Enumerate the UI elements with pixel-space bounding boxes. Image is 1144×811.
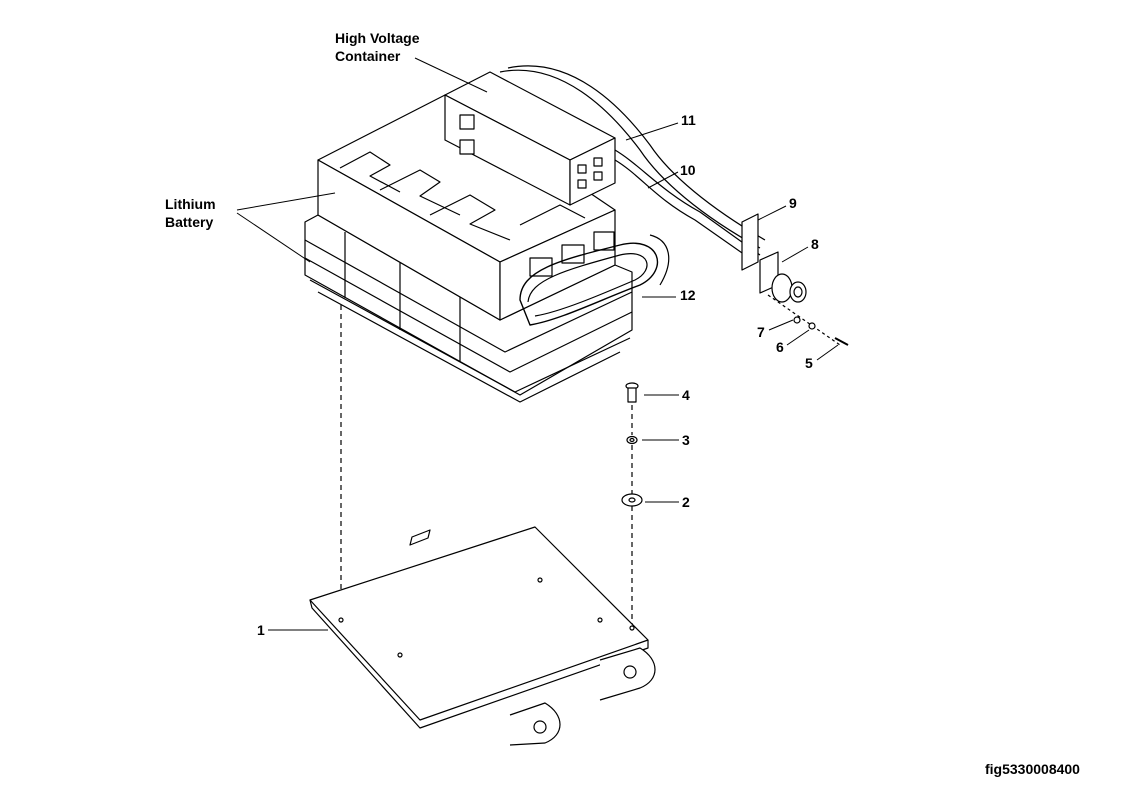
callout-7: 7 (757, 324, 765, 340)
lithium-battery (304, 94, 659, 403)
callout-6: 6 (776, 339, 784, 355)
callout-8: 8 (811, 236, 819, 252)
flat-washer-2 (621, 493, 643, 507)
figure-id: fig5330008400 (985, 761, 1080, 777)
flange-and-connector (741, 213, 841, 346)
leader-lines (236, 57, 839, 631)
high-voltage-container (444, 71, 616, 206)
callout-text: Battery (165, 214, 214, 230)
nut-6 (808, 322, 816, 330)
screw-5 (834, 337, 849, 346)
callout-text: Container (335, 48, 401, 64)
cables (499, 65, 766, 286)
callout-high-voltage-container: High Voltage Container (335, 29, 420, 65)
callout-1: 1 (257, 622, 265, 638)
callout-9: 9 (789, 195, 797, 211)
callout-4: 4 (682, 387, 690, 403)
lock-washer-3 (626, 435, 638, 445)
callout-text: High Voltage (335, 30, 420, 46)
washer-7 (793, 316, 801, 324)
bolt-4 (625, 382, 639, 403)
callout-2: 2 (682, 494, 690, 510)
mounting-plate (309, 526, 656, 746)
callout-text: Lithium (165, 196, 216, 212)
callout-3: 3 (682, 432, 690, 448)
callout-5: 5 (805, 355, 813, 371)
callout-10: 10 (680, 162, 696, 178)
callout-lithium-battery: Lithium Battery (165, 195, 216, 231)
callout-12: 12 (680, 287, 696, 303)
callout-11: 11 (681, 112, 696, 128)
